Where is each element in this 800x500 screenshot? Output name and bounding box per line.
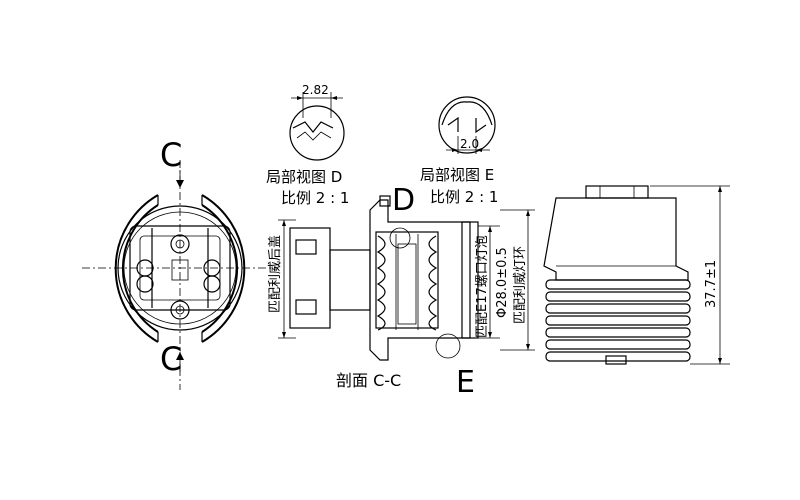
label-rear-cover: 匹配利威后盖 (268, 235, 283, 313)
detail-e-title: 局部视图 E (420, 166, 494, 184)
front-view: C C (82, 136, 278, 390)
thread-rings (545, 279, 691, 362)
label-bulb: 匹配E17螺口灯泡 (475, 235, 490, 338)
label-diameter: Φ28.0±0.5 (495, 247, 510, 318)
label-ring: 匹配利威灯环 (513, 246, 528, 324)
detail-d-dimension: 2.82 (302, 83, 329, 97)
section-marker-top: C (160, 136, 182, 174)
detail-d-title: 局部视图 D (266, 168, 342, 186)
section-view: 匹配利威后盖 匹配E17螺口灯泡 Φ28.0±0.5 匹配利威灯环 剖面 C-C… (268, 195, 535, 400)
detail-d-view: 2.82 局部视图 D 比例 2 : 1 D (266, 83, 415, 218)
height-dimension: 37.7±1 (704, 260, 719, 308)
detail-e-marker: E (456, 365, 475, 400)
detail-e-dimension: 2.0 (460, 137, 479, 151)
section-caption: 剖面 C-C (336, 371, 401, 390)
detail-e-view: 2.0 局部视图 E 比例 2 : 1 (420, 96, 498, 206)
side-view: 37.7±1 (543, 185, 730, 365)
section-marker-bottom: C (160, 340, 182, 378)
detail-e-scale: 比例 2 : 1 (430, 188, 498, 206)
detail-d-marker: D (392, 183, 415, 218)
detail-d-scale: 比例 2 : 1 (281, 189, 349, 207)
